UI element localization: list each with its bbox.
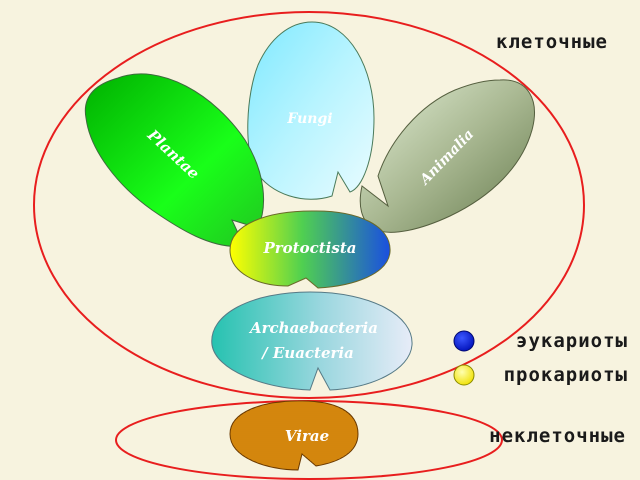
plantae-shape: [84, 73, 265, 247]
eukaryote-legend-label: эукариоты: [516, 330, 628, 352]
fungi-label: Fungi: [286, 111, 332, 127]
prokaryote-legend-label: прокариоты: [504, 364, 628, 386]
archaebacteria-shape: [211, 291, 413, 391]
cellular-label: клеточные: [496, 31, 608, 53]
protoctista-shape: [229, 210, 391, 289]
prokaryote-legend-marker: [453, 364, 475, 386]
fungi-shape: [247, 21, 375, 200]
cellular-outline: [33, 11, 585, 399]
archaebacteria-label-line1: Archaebacteria: [248, 319, 378, 337]
protoctista-label: Protoctista: [263, 239, 357, 257]
virae-shape: [229, 400, 359, 471]
legend: эукариоты прокариоты: [453, 330, 628, 386]
archaebacteria-label-line2: / Euacteria: [260, 344, 354, 362]
noncellular-label: неклеточные: [489, 425, 626, 447]
virae-label: Virae: [285, 427, 329, 445]
eukaryote-legend-marker: [453, 330, 475, 352]
